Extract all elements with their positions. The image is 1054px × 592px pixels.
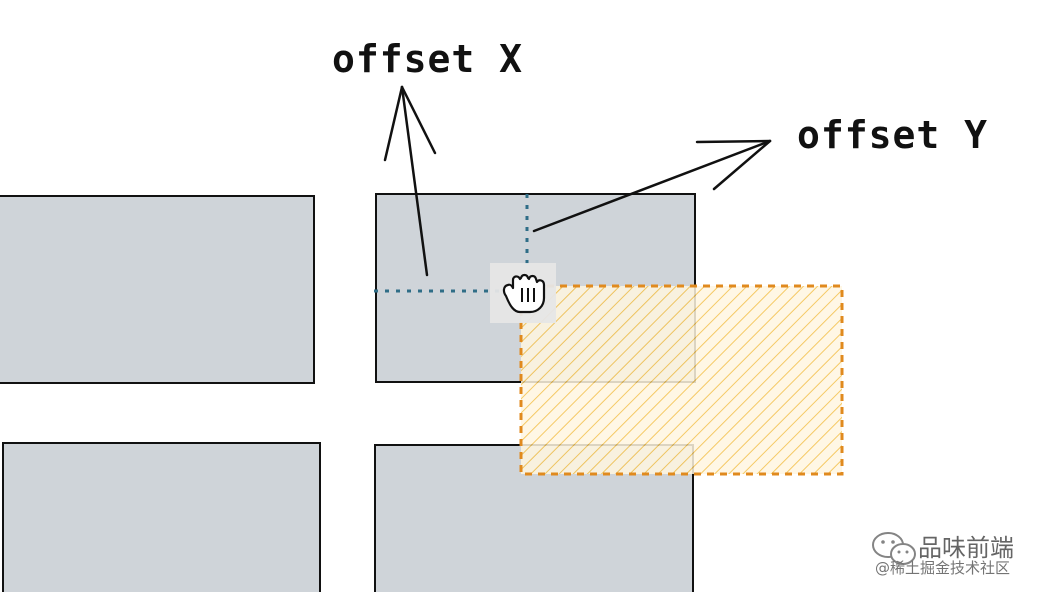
card-top-left [0,195,315,384]
offset-x-arrow [383,85,437,277]
watermark-source: @稀土掘金技术社区 [875,559,1010,577]
watermark-name: 品味前端 [918,534,1014,562]
offset-x-label: offset X [332,37,523,81]
drag-ghost-preview [519,284,844,476]
offset-y-label: offset Y [797,113,988,157]
card-bottom-left [2,442,321,592]
wechat-icon [872,532,916,565]
offset-y-arrow [532,139,772,233]
watermark: 品味前端 @稀土掘金技术社区 [872,532,1014,577]
grab-hand-icon [490,263,556,323]
